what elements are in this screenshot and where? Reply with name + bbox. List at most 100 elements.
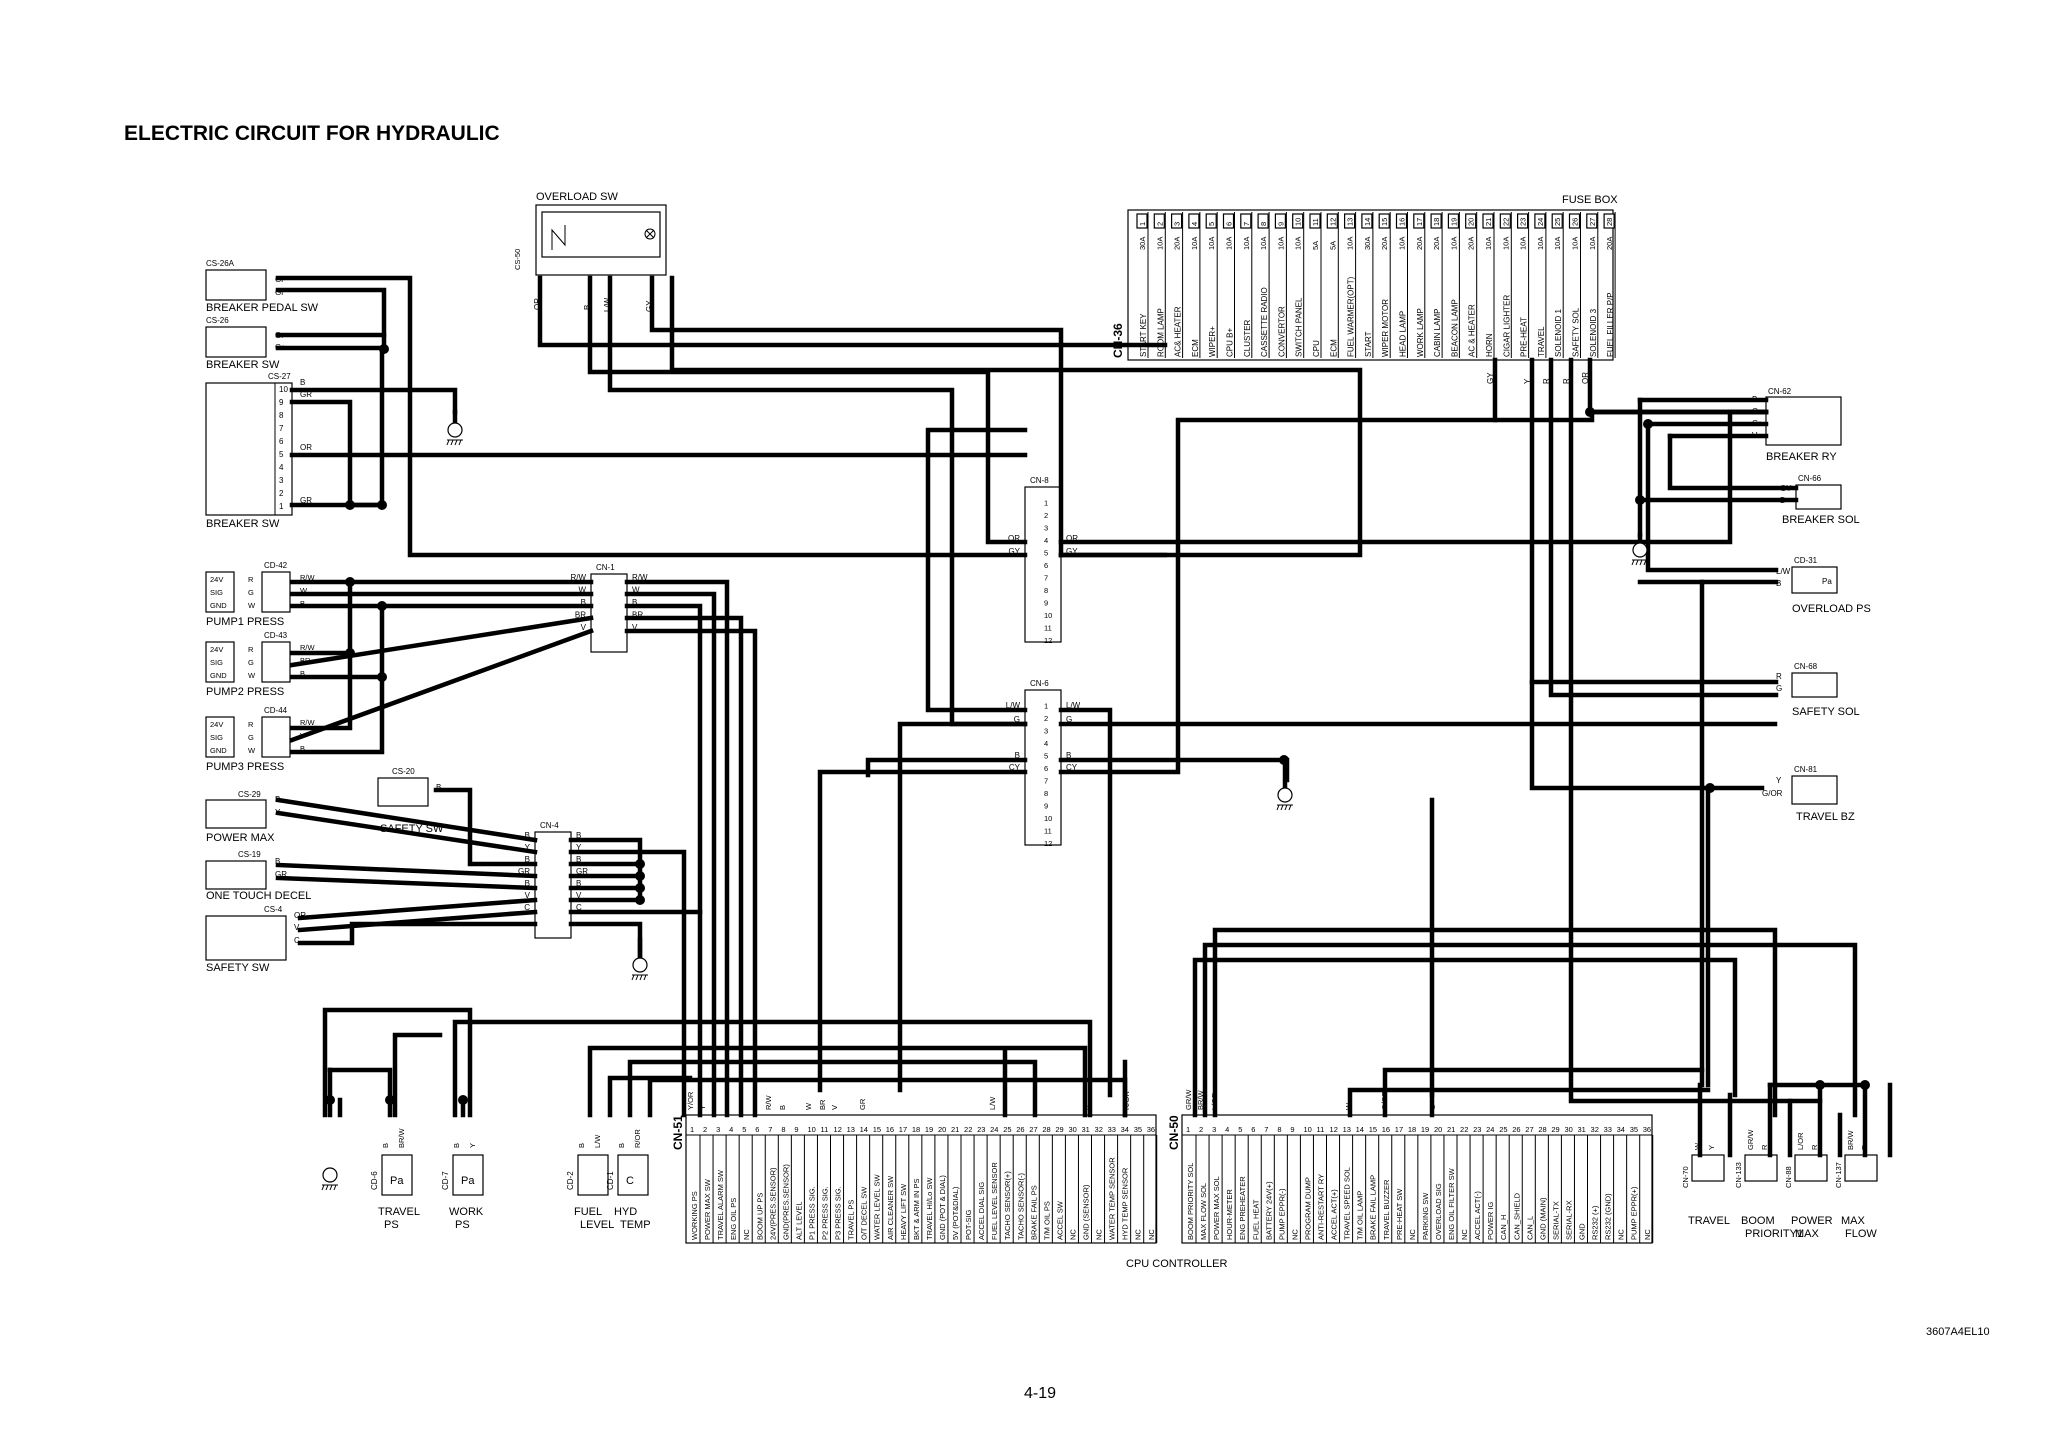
fuse-amp: 5A [1328, 241, 1337, 250]
fuse-no: 2 [1155, 222, 1164, 226]
cn68-conn: CN-68 [1794, 662, 1818, 671]
cn81-w1: Y [1776, 776, 1782, 785]
cpu-pin-no: 10 [807, 1125, 815, 1134]
cpu-pin-no: 27 [1029, 1125, 1037, 1134]
cpu-pin-no: 28 [1538, 1125, 1546, 1134]
cd31-w2: B [1776, 579, 1781, 588]
cn88-name1: POWER [1791, 1215, 1833, 1227]
fuse-amp: 10A [1571, 237, 1580, 250]
fuse-amp: 30A [1363, 237, 1372, 250]
fuse-amp: 20A [1380, 237, 1389, 250]
cpu-pin-name: BATTERY 24V(+) [1264, 1181, 1273, 1240]
conn-pin: 1 [1044, 499, 1048, 508]
fuse-no: 15 [1380, 218, 1389, 226]
cpu-pin-name: AIR CLEANER SW [886, 1175, 895, 1240]
fuse-amp: 10A [1449, 237, 1458, 250]
cpu-pin-no: 4 [729, 1125, 733, 1134]
cpu-pin-no: 6 [1251, 1125, 1255, 1134]
cn62-conn: CN-62 [1768, 387, 1792, 396]
cpu-pin-name: POWER IG [1486, 1201, 1495, 1240]
conn-wire-right: L/W [1066, 701, 1081, 710]
cd1-sym: C [626, 1175, 634, 1187]
fuse-amp: 10A [1207, 237, 1216, 250]
fuse-amp: 30A [1138, 237, 1147, 250]
cpu-pin-name: GND [1578, 1223, 1587, 1240]
cpu-pin-name: NC [1460, 1229, 1469, 1240]
cn51-top-wire: V [830, 1105, 839, 1110]
overload-sw-label: OVERLOAD SW [536, 191, 619, 203]
cpu-pin-name: 24V(PRES.SENSOR) [768, 1167, 777, 1240]
conn-wire-left: G [1014, 715, 1020, 724]
fuse-no: 17 [1415, 218, 1424, 226]
cpu-pin-no: 18 [912, 1125, 920, 1134]
cs27-w4: GR [300, 496, 312, 505]
cn133-conn: CN-133 [1734, 1162, 1743, 1188]
conn-wire-right: B [576, 831, 581, 840]
cpu-pin-name: NC [1643, 1229, 1652, 1240]
fuse-out-wire: R [1562, 378, 1571, 384]
fuse-name: HEAD LAMP [1399, 311, 1408, 357]
cpu-pin-no: 35 [1134, 1125, 1142, 1134]
fuse-name: HORN [1485, 333, 1494, 357]
conn-pin: 11 [1044, 624, 1052, 633]
fuse-name: CPU B+ [1226, 328, 1235, 357]
cpu-pin-name: FUEL LEVEL SENSOR [990, 1162, 999, 1240]
cd7-name1: WORK [449, 1206, 484, 1218]
sensor-wire: B [300, 669, 305, 678]
cpu-pin-no: 7 [768, 1125, 772, 1134]
cpu-pin-no: 23 [1473, 1125, 1481, 1134]
cs19-w2: GR [275, 870, 287, 879]
cpu-pin-name: SERIAL-RX [1564, 1200, 1573, 1240]
cpu-pin-no: 24 [1486, 1125, 1494, 1134]
cpu-pin-no: 26 [1016, 1125, 1024, 1134]
cpu-pin-no: 19 [1421, 1125, 1429, 1134]
conn-pin: 8 [1044, 586, 1048, 595]
cn68-w1: R [1776, 672, 1782, 681]
cpu-pin-no: 10 [1303, 1125, 1311, 1134]
cpu-pin-no: 20 [1434, 1125, 1442, 1134]
overload-wire-gy: GY [645, 300, 654, 312]
cpu-pin-name: PRE-HEAT SW [1395, 1188, 1404, 1240]
sensor-pin-letter: R [248, 720, 254, 729]
cn137-name1: MAX [1841, 1215, 1866, 1227]
junction-dots [325, 344, 1870, 1105]
conn-wire-right: CY [1066, 763, 1078, 772]
cd42-name: PUMP1 PRESS [206, 616, 284, 628]
cs26a-conn: CS-26A [206, 259, 235, 268]
fuse-out-wire: OR [1581, 372, 1590, 384]
cs20-conn: CS-20 [392, 767, 415, 776]
sensor-pin-name: 24V [210, 645, 223, 654]
sensor-pin-name: GND [210, 746, 227, 755]
fuse-amp: 10A [1346, 237, 1355, 250]
cpu-pin-no: 5 [1238, 1125, 1242, 1134]
fuse-no: 28 [1605, 218, 1614, 226]
cpu-pin-no: 12 [834, 1125, 842, 1134]
fuse-no: 16 [1398, 218, 1407, 226]
cn137-conn: CN-137 [1834, 1162, 1843, 1188]
cn8-conn: CN-8 [1030, 476, 1049, 485]
cn68-name: SAFETY SOL [1792, 706, 1860, 718]
cs27-pin: 2 [279, 489, 284, 498]
cpu-pin-name: TRAVEL HI/Lo SW [925, 1177, 934, 1240]
cpu-pin-no: 31 [1082, 1125, 1090, 1134]
fuse-no: 18 [1432, 218, 1441, 226]
conn-wire-left: BR [575, 611, 586, 620]
conn-pin: 2 [1044, 511, 1048, 520]
fuse-amp: 10A [1190, 237, 1199, 250]
fuse-amp: 20A [1173, 237, 1182, 250]
conn-wire-left: GY [1008, 547, 1020, 556]
fuse-no: 19 [1449, 218, 1458, 226]
fuse-amp: 20A [1605, 237, 1614, 250]
conn-pin: 4 [1044, 536, 1048, 545]
fuse-name: TRAVEL [1537, 326, 1546, 357]
ground-symbols [321, 422, 1648, 1191]
